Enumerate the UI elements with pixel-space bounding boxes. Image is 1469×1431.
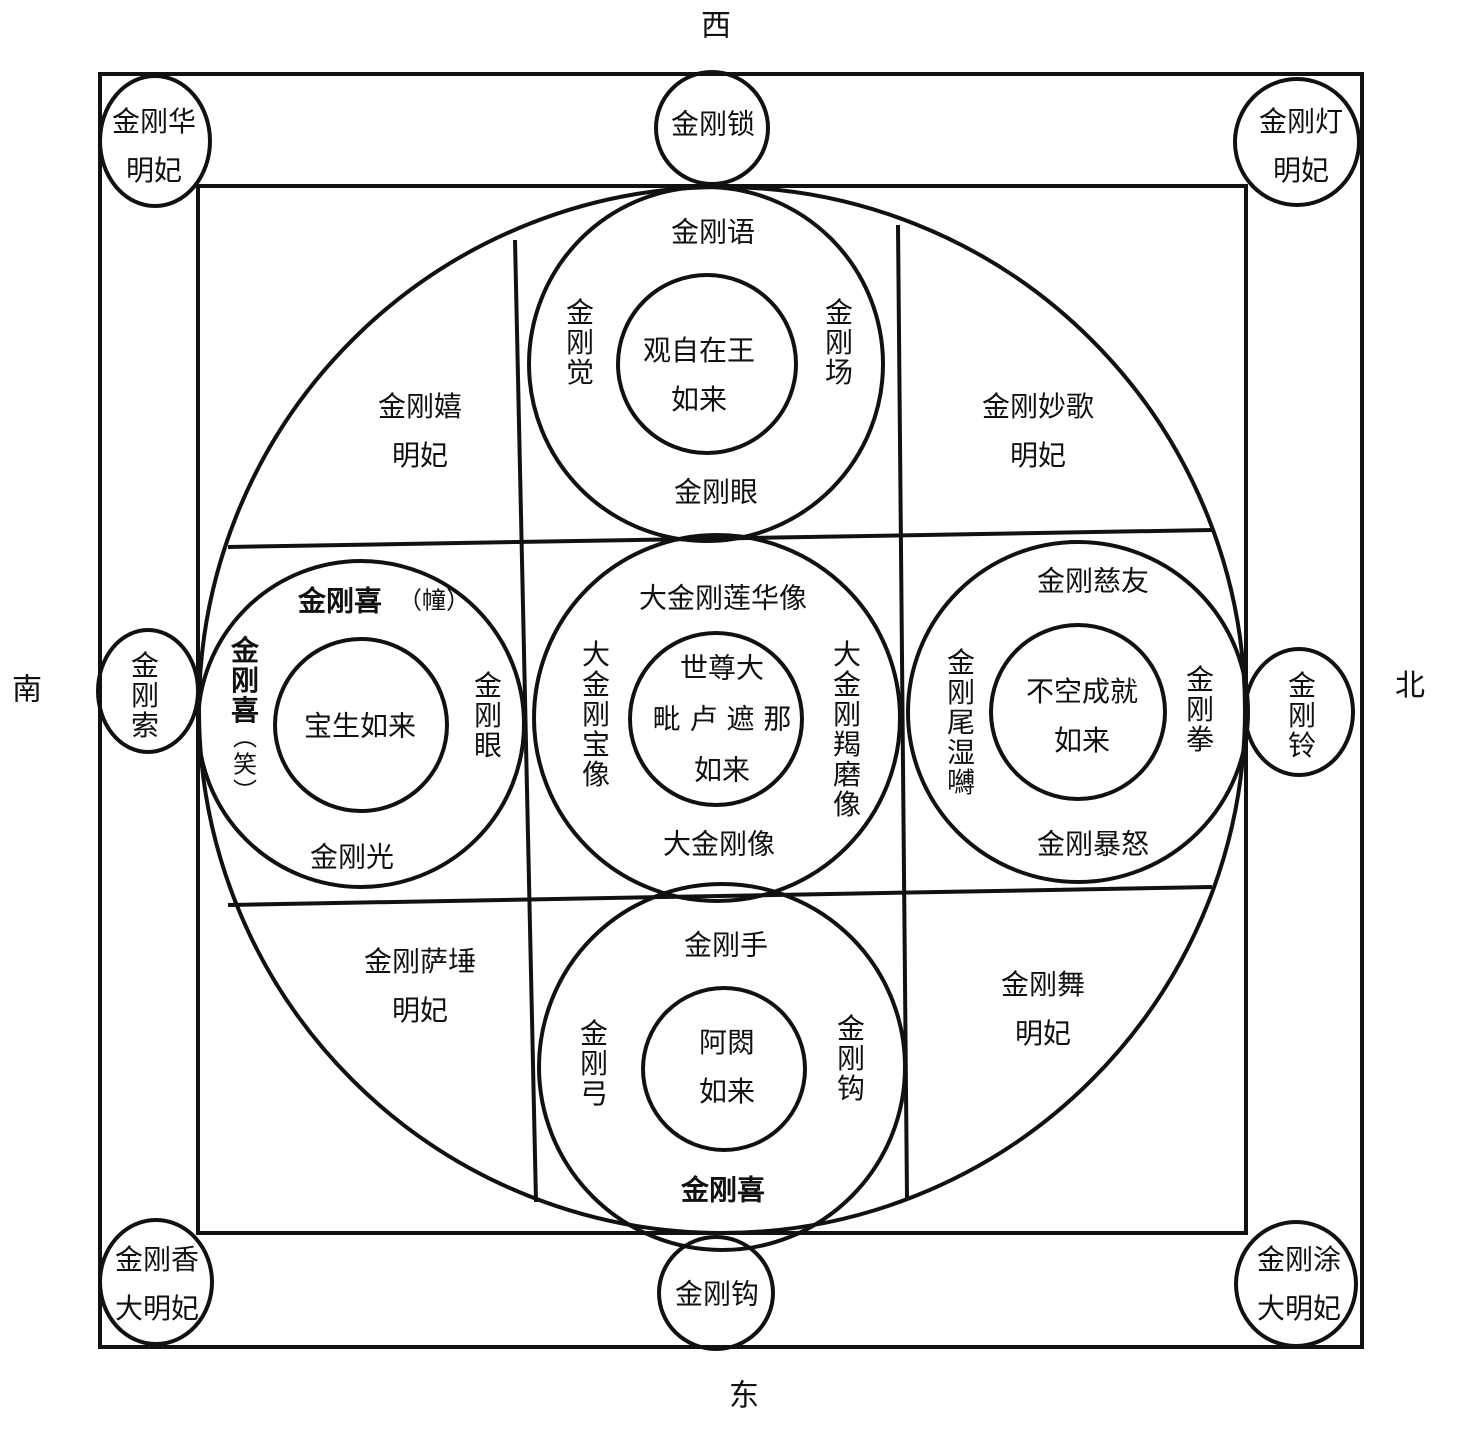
south-circle-bottom-label: 金刚光: [309, 840, 395, 874]
south-circle-left-note-label: ︵ 笑 ︶: [233, 723, 257, 806]
center-circle-ring: [532, 533, 902, 903]
mid-circle-left: [96, 628, 200, 754]
quadrant-bottom-left-label: 金刚萨埵 明妃: [363, 945, 477, 1027]
east-circle-center-label: 阿閦 如来: [698, 1026, 756, 1108]
west-circle-ring: [527, 185, 885, 543]
corner-circle-top-left: [98, 74, 212, 208]
north-circle-center-label: 不空成就 如来: [1025, 675, 1139, 757]
west-circle-top-label: 金刚语: [670, 215, 756, 249]
direction-north-label: 北: [1395, 668, 1425, 704]
mid-circle-right: [1243, 647, 1355, 777]
center-circle-bottom-label: 大金刚像: [662, 827, 776, 861]
corner-bottom-right-label: 金刚涂 大明妃: [1256, 1243, 1342, 1325]
north-circle-core: [989, 623, 1167, 801]
quadrant-top-left-label: 金刚嬉 明妃: [377, 390, 463, 472]
mid-right-label: 金 刚 铃: [1287, 669, 1317, 762]
north-circle-left-label: 金 刚 尾 湿 嚩: [946, 646, 976, 799]
quadrant-bottom-right-label: 金刚舞 明妃: [1000, 968, 1086, 1050]
east-circle-ring: [537, 882, 907, 1252]
south-circle-top-bold-label: 金刚喜: [297, 584, 383, 618]
west-circle-left-label: 金 刚 觉: [565, 296, 595, 389]
west-circle-bottom-label: 金刚眼: [673, 475, 759, 509]
east-circle-left-label: 金 刚 弓: [579, 1017, 609, 1110]
corner-circle-top-right: [1233, 77, 1361, 207]
center-circle-right-label: 大 金 刚 羯 磨 像: [832, 638, 862, 821]
north-circle-top-label: 金刚慈友: [1036, 564, 1150, 598]
corner-top-right-label: 金刚灯 明妃: [1258, 105, 1344, 187]
divider-right: [896, 224, 909, 1199]
direction-west-label: 西: [701, 8, 731, 44]
mid-circle-bottom: [657, 1235, 775, 1351]
corner-top-left-label: 金刚华 明妃: [111, 105, 197, 187]
direction-east-label: 东: [729, 1378, 759, 1414]
east-circle-top-label: 金刚手: [683, 928, 769, 962]
corner-circle-bottom-left: [98, 1218, 214, 1346]
mid-circle-top: [654, 70, 770, 186]
south-circle-left-bold-label: 金 刚 喜: [230, 634, 260, 727]
north-circle-ring: [906, 540, 1250, 884]
south-circle-right-label: 金 刚 眼: [473, 669, 503, 762]
south-circle-top-note-label: （幢）: [398, 586, 470, 615]
center-circle-left-label: 大 金 刚 宝 像: [581, 638, 611, 791]
corner-bottom-left-label: 金刚香 大明妃: [114, 1243, 200, 1325]
west-circle-right-label: 金 刚 场: [824, 296, 854, 389]
east-circle-right-label: 金 刚 钩: [836, 1012, 866, 1105]
corner-circle-bottom-right: [1234, 1220, 1358, 1348]
divider-bottom: [227, 885, 1213, 907]
mid-left-label: 金 刚 索: [130, 649, 160, 742]
north-circle-bottom-label: 金刚暴怒: [1036, 827, 1150, 861]
south-circle-core: [273, 637, 449, 813]
east-circle-core: [641, 986, 807, 1152]
center-circle-top-label: 大金刚莲华像: [638, 581, 808, 615]
mid-top-label: 金刚锁: [670, 107, 756, 141]
south-circle-center-label: 宝生如来: [303, 709, 417, 743]
west-circle-core: [616, 273, 798, 455]
direction-south-label: 南: [12, 672, 42, 708]
east-circle-bottom-bold-label: 金刚喜: [680, 1173, 766, 1207]
north-circle-right-label: 金 刚 拳: [1185, 663, 1215, 756]
center-circle-center-label: 世尊大 毗 卢 遮 那 如来: [652, 651, 792, 787]
west-circle-center-label: 观自在王 如来: [642, 334, 756, 416]
south-circle-ring: [196, 559, 526, 889]
mid-bottom-label: 金刚钩: [674, 1277, 760, 1311]
quadrant-top-right-label: 金刚妙歌 明妃: [981, 390, 1095, 472]
center-circle-core: [628, 631, 804, 807]
